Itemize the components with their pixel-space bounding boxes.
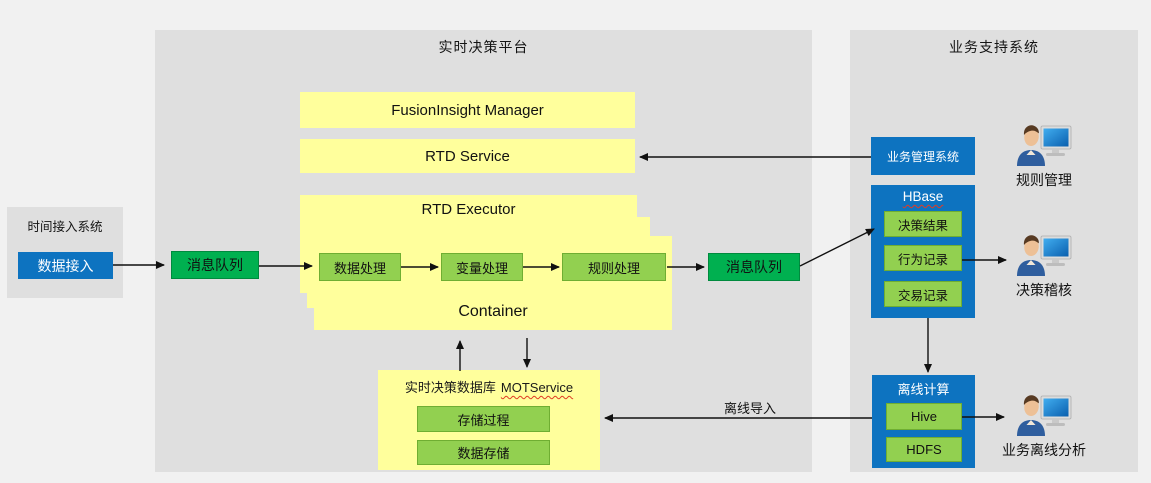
platform-panel-title: 实时决策平台 xyxy=(438,39,529,55)
node-data-processing: 数据处理 xyxy=(319,253,401,281)
node-stored-procedure: 存储过程 xyxy=(417,406,550,432)
node-rtd-service: RTD Service xyxy=(300,139,635,173)
node-rule-processing: 规则处理 xyxy=(562,253,666,281)
hbase-title: HBase xyxy=(902,189,944,204)
node-business-management-system: 业务管理系统 xyxy=(871,137,975,175)
actor-label: 规则管理 xyxy=(1016,172,1072,188)
mot-title-word: MOTService xyxy=(500,380,574,395)
node-behavior-records: 行为记录 xyxy=(884,245,962,271)
node-message-queue-in: 消息队列 xyxy=(171,251,259,279)
node-transaction-records: 交易记录 xyxy=(884,281,962,307)
node-rtd-executor-label: RTD Executor xyxy=(421,201,516,218)
user-computer-icon xyxy=(1016,391,1072,437)
node-hdfs: HDFS xyxy=(886,437,962,462)
node-data-access: 数据接入 xyxy=(18,252,113,279)
node-mot-database: 实时决策数据库 MOTService 存储过程 数据存储 xyxy=(378,370,600,470)
node-fusioninsight-manager: FusionInsight Manager xyxy=(300,92,635,128)
node-message-queue-out: 消息队列 xyxy=(708,253,800,281)
node-offline-compute-group: 离线计算 Hive HDFS xyxy=(872,375,975,468)
mot-title-prefix: 实时决策数据库 xyxy=(404,380,496,395)
edge-label-offline-import: 离线导入 xyxy=(723,401,776,416)
user-computer-icon xyxy=(1016,121,1072,167)
node-hbase-group: HBase 决策结果 行为记录 交易记录 xyxy=(871,185,975,318)
business-panel-title: 业务支持系统 xyxy=(949,39,1039,55)
actor-label: 决策稽核 xyxy=(1016,282,1072,298)
offline-compute-title: 离线计算 xyxy=(897,382,950,397)
node-variable-processing: 变量处理 xyxy=(441,253,523,281)
actor-label: 业务离线分析 xyxy=(1002,442,1086,458)
user-computer-icon xyxy=(1016,231,1072,277)
node-hive: Hive xyxy=(886,403,962,430)
access-system-title: 时间接入系统 xyxy=(27,220,103,234)
mot-database-title: 实时决策数据库 MOTService xyxy=(378,377,600,396)
node-data-storage: 数据存储 xyxy=(417,440,550,465)
actor-rule-management: 规则管理 xyxy=(996,121,1092,190)
node-container-label: Container xyxy=(458,303,528,320)
actor-offline-analysis: 业务离线分析 xyxy=(996,391,1092,460)
actor-decision-audit: 决策稽核 xyxy=(996,231,1092,300)
node-decision-results: 决策结果 xyxy=(884,211,962,237)
